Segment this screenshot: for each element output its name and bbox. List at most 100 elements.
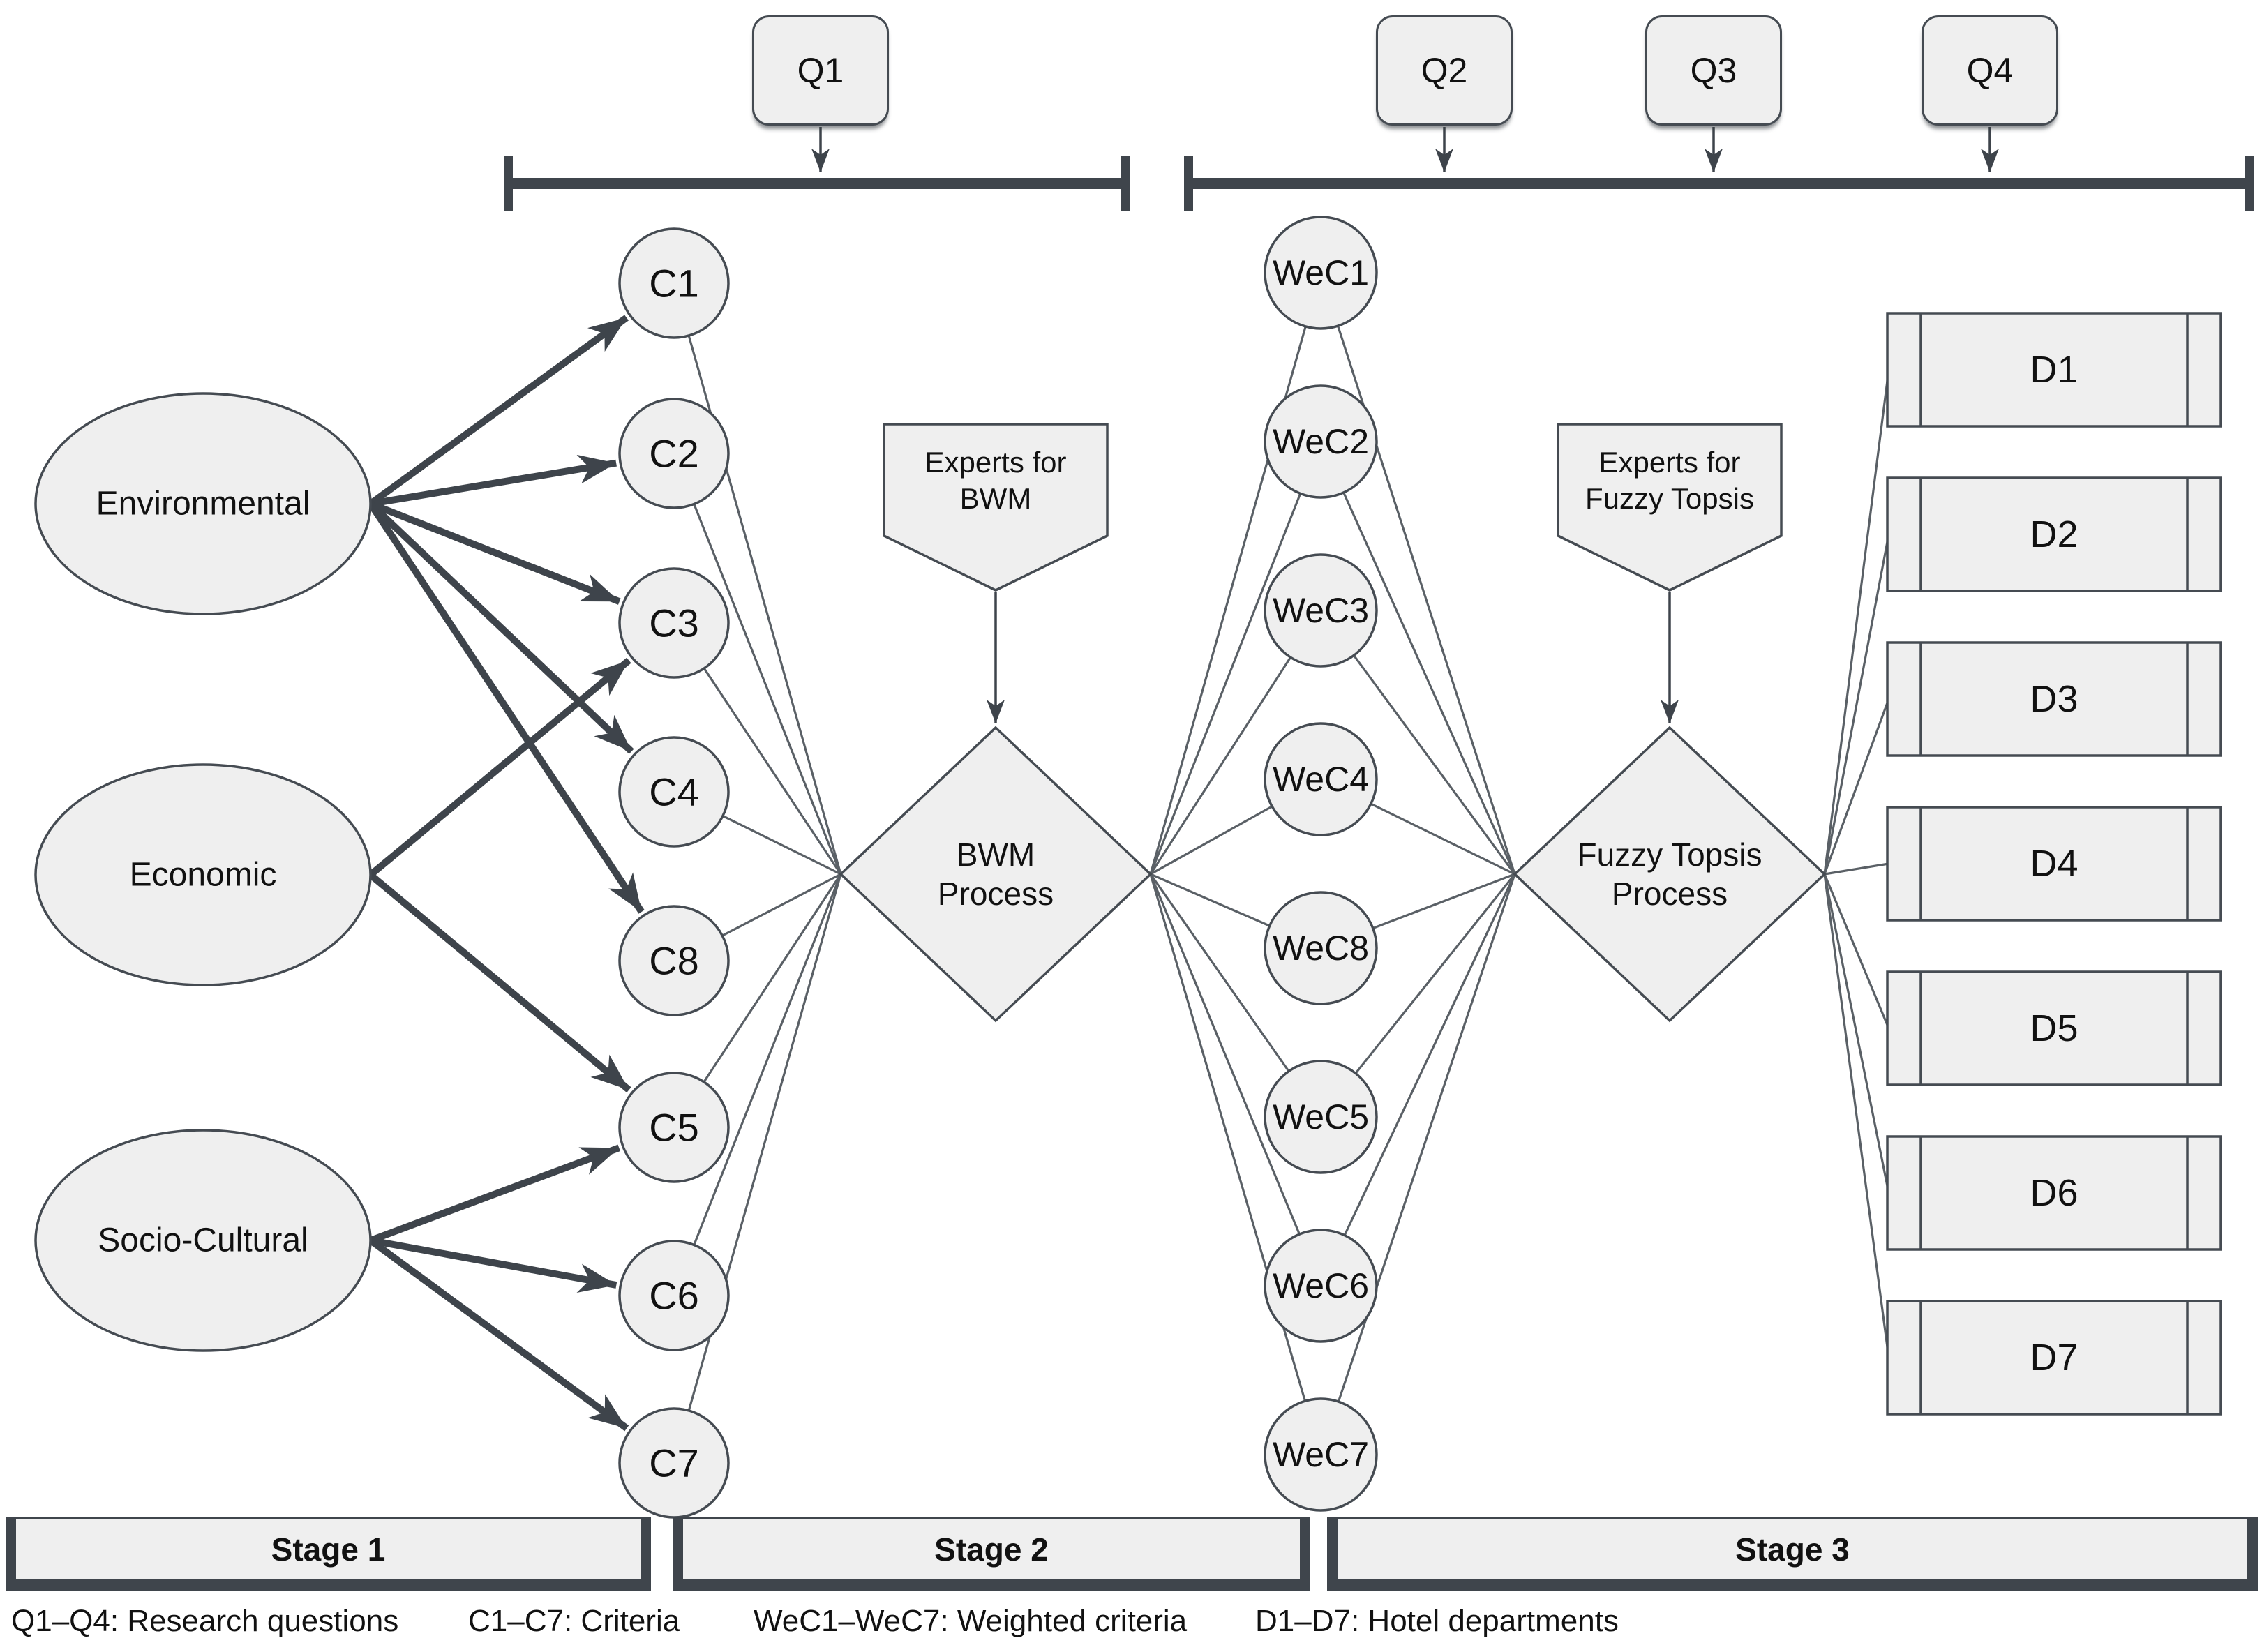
node-wec6-label: WeC6 <box>1273 1266 1369 1305</box>
experts-label-line1: Experts for <box>1598 446 1740 479</box>
node-c1-label: C1 <box>649 262 699 306</box>
node-d7-label: D7 <box>2030 1337 2078 1379</box>
node-c4-circle <box>618 736 730 848</box>
edge-c7-to-bwm <box>673 873 842 1464</box>
arrow-economic-to-c5 <box>368 872 631 1093</box>
edge-fuzzy-to-d3 <box>1823 698 1890 875</box>
node-c6-circle <box>618 1240 730 1351</box>
node-c7-label: C7 <box>649 1441 699 1485</box>
edge-bwm-to-wec1 <box>1149 272 1322 875</box>
arrow-environmental-to-c1 <box>368 315 629 507</box>
category-arrows <box>367 315 645 1432</box>
arrow-environmental-to-c2 <box>370 454 617 507</box>
edge-wec2-to-fuzzy <box>1319 441 1516 875</box>
timeline-bar-1 <box>504 178 1130 189</box>
edge-bwm-to-wec6 <box>1149 873 1322 1286</box>
node-socio-cultural-ellipse <box>34 1129 372 1352</box>
node-c4-label: C4 <box>649 770 699 814</box>
node-economic-label: Economic <box>130 857 277 894</box>
arrow-socio-cultural-to-c7 <box>368 1237 629 1432</box>
node-c8-circle <box>618 905 730 1016</box>
node-wec8-label: WeC8 <box>1273 929 1369 968</box>
node-wec2-circle <box>1264 384 1378 499</box>
edge-c1-to-bwm <box>673 283 842 875</box>
pointer-arrows <box>811 127 1999 723</box>
node-c2-label: C2 <box>649 432 699 476</box>
edge-bwm-to-wec2 <box>1149 441 1322 875</box>
node-c2-circle <box>618 398 730 509</box>
node-wec3-label: WeC3 <box>1273 591 1369 630</box>
node-d4-label: D4 <box>2030 843 2078 885</box>
node-c8-label: C8 <box>649 939 699 983</box>
edge-fuzzy-to-d7 <box>1823 873 1890 1358</box>
node-d4-box <box>1886 806 2222 922</box>
edge-fuzzy-to-d5 <box>1823 873 1890 1029</box>
node-d1-box <box>1886 312 2222 428</box>
node-d2-box <box>1886 476 2222 592</box>
node-d6-box <box>1886 1135 2222 1251</box>
node-wec3-circle <box>1264 553 1378 668</box>
node-d7-box <box>1886 1300 2222 1416</box>
node-d5-box <box>1886 970 2222 1086</box>
timeline-bar-2 <box>1184 178 2254 189</box>
timeline-brackets <box>504 156 2254 211</box>
node-c3-label: C3 <box>649 601 699 645</box>
node-c1-circle <box>618 227 730 339</box>
node-economic-ellipse <box>34 763 372 986</box>
node-wec5-circle <box>1264 1060 1378 1174</box>
experts-pentagon-bwm <box>883 423 1109 592</box>
edge-fuzzy-to-d6 <box>1823 873 1890 1194</box>
edge-fuzzy-to-d1 <box>1823 369 1890 875</box>
node-socio-cultural-label: Socio-Cultural <box>98 1222 308 1259</box>
edge-wec1-to-fuzzy <box>1319 272 1516 875</box>
timeline-cap-2-left <box>1184 156 1193 211</box>
timeline-cap-2-right <box>2245 156 2254 211</box>
nodes: EnvironmentalEconomicSocio-CulturalC1C2C… <box>34 216 2222 1519</box>
arrow-economic-to-c3 <box>368 657 631 878</box>
process-label-line1: Fuzzy Topsis <box>1577 836 1762 873</box>
edge-c6-to-bwm <box>673 873 842 1296</box>
node-wec1-circle <box>1264 216 1378 330</box>
edge-wec6-to-fuzzy <box>1319 873 1516 1286</box>
timeline-cap-1-right <box>1121 156 1130 211</box>
arrow-socio-cultural-to-c5 <box>369 1144 621 1244</box>
process-label-line1: BWM <box>957 836 1035 873</box>
experts-label-line1: Experts for <box>924 446 1066 479</box>
node-wec2-label: WeC2 <box>1273 422 1369 461</box>
node-d2-label: D2 <box>2030 513 2078 555</box>
fuzzy-topsis-process-diamond <box>1513 726 1827 1023</box>
node-c5-circle <box>618 1072 730 1183</box>
edge-fuzzy-to-d2 <box>1823 534 1890 875</box>
node-d3-box <box>1886 641 2222 757</box>
edge-fuzzy-to-d4 <box>1824 862 1889 876</box>
edge-c2-to-bwm <box>673 453 842 875</box>
arrow-socio-cultural-to-c6 <box>370 1237 617 1293</box>
bwm-process-diamond <box>839 726 1153 1023</box>
process-label-line2: Process <box>938 876 1054 912</box>
node-wec7-circle <box>1264 1397 1378 1512</box>
node-wec4-circle <box>1264 722 1378 836</box>
edge-bwm-to-wec7 <box>1149 873 1322 1455</box>
node-wec5-label: WeC5 <box>1273 1097 1369 1136</box>
node-d3-label: D3 <box>2030 678 2078 720</box>
node-wec6-circle <box>1264 1229 1378 1343</box>
node-c6-label: C6 <box>649 1274 699 1318</box>
node-wec4-label: WeC4 <box>1273 760 1369 799</box>
node-d6-label: D6 <box>2030 1172 2078 1214</box>
node-environmental-ellipse <box>34 392 372 615</box>
experts-label-line2: Fuzzy Topsis <box>1585 482 1754 515</box>
node-d5-label: D5 <box>2030 1007 2078 1049</box>
arrow-environmental-to-c8 <box>367 502 645 914</box>
process-label-line2: Process <box>1612 876 1728 912</box>
arrow-environmental-to-c3 <box>369 500 621 605</box>
node-d1-label: D1 <box>2030 349 2078 391</box>
experts-pentagon-fuzzy-topsis <box>1557 423 1783 592</box>
timeline-cap-1-left <box>504 156 513 211</box>
node-wec7-label: WeC7 <box>1273 1435 1369 1474</box>
